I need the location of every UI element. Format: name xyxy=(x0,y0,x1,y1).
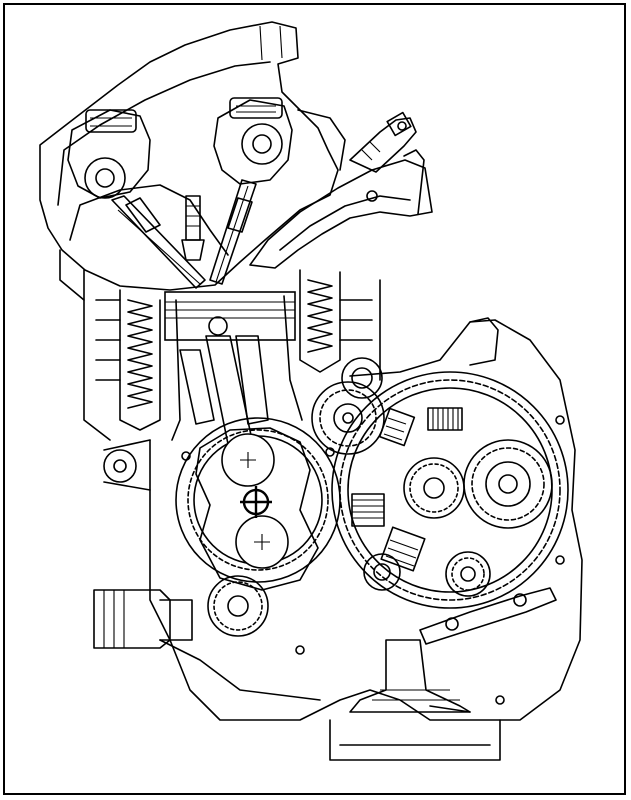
needle-bearing-upper xyxy=(427,407,463,431)
crankcase xyxy=(149,317,583,761)
spark-plug xyxy=(181,195,205,261)
intake-camshaft xyxy=(213,97,293,185)
crankshaft-upper-journal xyxy=(221,433,275,487)
shift-linkage xyxy=(419,587,557,645)
crankshaft-center-mark-icon xyxy=(240,486,272,518)
crankcase-bolts xyxy=(181,415,565,705)
transmission-input-gear xyxy=(403,457,465,519)
cam-chain-sprocket xyxy=(341,357,383,399)
figure-border xyxy=(3,3,626,795)
idler-gear xyxy=(363,553,401,591)
cylinder-cooling-fins-left xyxy=(127,299,153,409)
exhaust-valve xyxy=(111,195,206,289)
fuel-injector xyxy=(349,111,417,173)
shift-drum-gear xyxy=(445,551,491,597)
cylinder-block xyxy=(59,249,381,441)
oil-sump xyxy=(349,639,471,713)
needle-bearing-lower xyxy=(380,526,426,572)
piston xyxy=(164,291,296,341)
intake-manifold xyxy=(249,149,433,269)
crank-counterweight xyxy=(195,427,319,591)
cylinder-head xyxy=(39,21,346,291)
starter-motor xyxy=(93,589,193,649)
crankshaft-lower-journal xyxy=(235,515,289,569)
exhaust-camshaft xyxy=(67,109,151,199)
balancer-gear xyxy=(311,381,385,455)
transmission-output-gear xyxy=(463,439,553,529)
engine-mount-boss xyxy=(103,439,151,491)
intake-valve xyxy=(209,179,257,285)
oil-pump-gear xyxy=(207,575,269,637)
clutch-gear xyxy=(331,371,569,609)
connecting-rod xyxy=(179,335,269,445)
cylinder-cooling-fins-right xyxy=(307,279,333,353)
needle-bearing-middle xyxy=(351,493,385,527)
cam-chain-guide xyxy=(171,295,303,441)
needle-bearing-right xyxy=(378,407,416,447)
